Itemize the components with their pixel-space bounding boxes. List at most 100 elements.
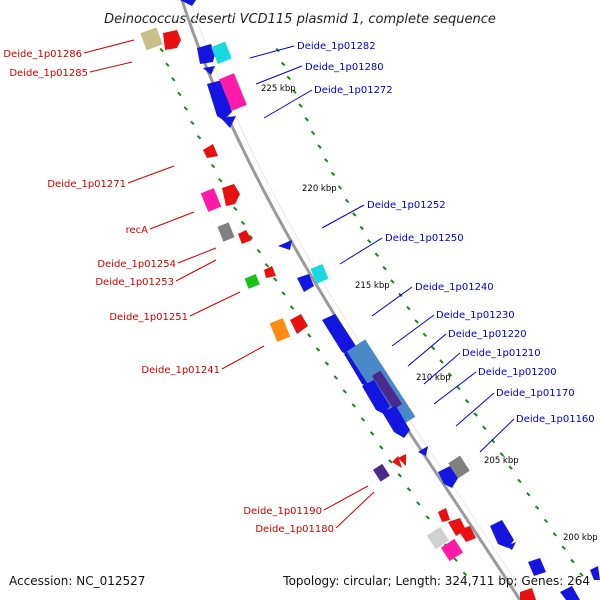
scale-tick xyxy=(342,389,347,394)
scale-tick xyxy=(333,375,338,380)
gene-label-right: Deide_1p01220 xyxy=(448,329,527,340)
scale-tick xyxy=(482,425,487,430)
gene-label-right: Deide_1p01170 xyxy=(496,388,575,399)
scale-tick xyxy=(390,279,395,284)
gene-arrow-blue xyxy=(278,240,292,250)
scale-tick xyxy=(289,305,295,310)
gene-arrow-red xyxy=(238,230,252,244)
gene-arrow-blue xyxy=(322,314,356,356)
gene-arrow-blue xyxy=(207,80,232,120)
scale-tick xyxy=(330,171,336,177)
gene-arrow-red xyxy=(290,314,308,334)
scale-tick xyxy=(298,103,303,108)
scale-tick xyxy=(159,47,164,53)
map-title: Deinococcus deserti VCD115 plasmid 1, co… xyxy=(104,12,496,27)
scale-tick xyxy=(543,518,549,524)
scale-tick xyxy=(292,89,297,94)
gene-label-right: Deide_1p01272 xyxy=(314,85,393,96)
scale-tick xyxy=(367,239,372,244)
scale-tick xyxy=(352,212,357,217)
scale-label: 200 kbp xyxy=(563,533,598,543)
gene-label-left: Deide_1p01251 xyxy=(109,312,188,323)
scale-tick xyxy=(552,532,558,537)
scale-tick xyxy=(337,185,343,190)
scale-tick xyxy=(439,359,444,364)
scale-tick xyxy=(570,558,575,564)
summary-label: Topology: circular; Length: 324,711 bp; … xyxy=(282,574,590,588)
gene-arrow-blue xyxy=(180,0,196,6)
gene-label-left: Deide_1p01254 xyxy=(97,259,176,270)
gene-arrow-blue xyxy=(528,558,546,576)
scale-tick xyxy=(579,572,584,577)
gene-arrow-blue xyxy=(221,116,236,128)
gene-label-left: Deide_1p01285 xyxy=(9,68,88,79)
gene-feature-silver xyxy=(426,526,450,550)
scale-tick xyxy=(534,505,540,510)
gene-feature-gray xyxy=(217,222,235,242)
gene-feature-pink xyxy=(440,538,464,562)
scale-tick xyxy=(317,144,322,149)
gene-arrow-red xyxy=(458,526,476,542)
gene-label-left: Deide_1p01190 xyxy=(243,506,322,517)
scale-label: 215 kbp xyxy=(355,281,390,291)
gene-arrow-blue xyxy=(560,586,580,600)
scale-tick xyxy=(374,252,380,257)
gene-label-left: Deide_1p01180 xyxy=(255,524,334,535)
gene-label-right: Deide_1p01282 xyxy=(297,41,376,52)
left-callouts xyxy=(83,39,375,529)
scale-tick xyxy=(323,158,329,163)
scale-tick xyxy=(280,61,286,67)
scale-tick xyxy=(422,332,428,338)
scale-tick xyxy=(464,399,470,404)
scale-tick xyxy=(240,220,246,226)
gene-arrow-blue xyxy=(197,44,215,64)
gene-arrow-red xyxy=(163,30,181,50)
gene-feature-pink xyxy=(200,188,222,212)
scale-tick xyxy=(414,319,419,324)
scale-tick xyxy=(264,263,270,268)
scale-tick xyxy=(190,120,195,126)
scale-tick xyxy=(310,130,316,136)
scale-tick xyxy=(388,459,393,464)
gene-arrow-blue xyxy=(506,542,516,550)
gene-arrow-blue xyxy=(203,66,215,75)
scale-tick xyxy=(473,412,478,417)
scale-tick xyxy=(382,265,387,271)
scale-tick xyxy=(561,545,566,550)
scale-tick xyxy=(286,75,291,81)
scale-tick xyxy=(359,225,364,231)
scale-tick xyxy=(315,347,321,352)
scale-tick xyxy=(351,403,356,408)
scale-tick xyxy=(177,91,182,97)
gene-label-right: Deide_1p01160 xyxy=(516,414,595,425)
scale-tick xyxy=(430,345,436,351)
gene-feature-pink xyxy=(219,73,247,111)
gene-arrow-red xyxy=(520,588,536,600)
gene-arrow-red xyxy=(203,144,218,158)
gene-label-right: Deide_1p01250 xyxy=(385,233,464,244)
scale-tick xyxy=(406,305,411,311)
scale-tick xyxy=(517,478,522,484)
gene-label-right: Deide_1p01240 xyxy=(415,282,494,293)
scale-tick xyxy=(360,417,366,422)
scale-tick xyxy=(171,77,176,82)
scale-tick xyxy=(462,571,468,577)
scale-tick xyxy=(272,277,278,282)
gene-arrow-blue xyxy=(382,406,410,438)
scale-tick xyxy=(526,492,531,497)
gene-label-left: recA xyxy=(126,225,149,236)
gene-arrow-blue xyxy=(438,466,458,488)
gene-arrow-red xyxy=(438,508,450,522)
scale-tick xyxy=(447,372,453,377)
gene-arrow-blue xyxy=(362,380,390,414)
gene-arrow-red xyxy=(264,266,276,278)
gene-feature-purple xyxy=(372,463,390,482)
gene-features xyxy=(140,0,600,600)
gene-feature-cyan xyxy=(211,41,232,64)
scale-tick xyxy=(499,452,505,457)
scale-ticks xyxy=(159,47,584,577)
gene-arrow-red xyxy=(222,184,240,206)
gene-arrow-red xyxy=(398,454,406,466)
right-callouts xyxy=(249,45,515,453)
